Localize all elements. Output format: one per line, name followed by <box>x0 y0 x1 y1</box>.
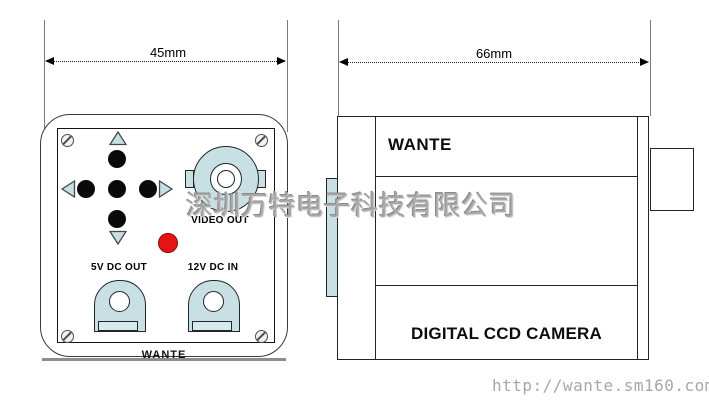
power-led <box>158 233 178 253</box>
dpad-right-icon <box>158 180 173 198</box>
dpad-button-right <box>139 180 157 198</box>
back-view-dimension-arrow-left-icon <box>45 57 54 65</box>
side-brand-label: WANTE <box>388 135 452 154</box>
rear-connector-block <box>650 148 694 211</box>
camera-side-body <box>337 116 649 360</box>
side-view-dimension-label: 66mm <box>475 46 513 61</box>
bnc-pin <box>217 170 235 188</box>
dpad-button-center <box>108 180 126 198</box>
video-out-label: VIDEO OUT <box>191 215 249 226</box>
dpad-button-up <box>108 150 126 168</box>
side-view-extension-line-right <box>650 20 651 116</box>
side-product-label: DIGITAL CCD CAMERA <box>411 324 602 343</box>
dpad-down-icon <box>109 230 127 245</box>
back-view-dimension-line <box>47 61 285 62</box>
back-view-extension-line-right <box>287 20 288 132</box>
dc-out-hole <box>109 291 130 312</box>
back-view-extension-line-left <box>44 20 45 134</box>
back-panel-shadow <box>42 358 286 361</box>
dc-out-slot <box>98 321 138 331</box>
dc-in-label: 12V DC IN <box>187 262 239 273</box>
side-bottom-divider <box>376 285 637 287</box>
footer-url: http://wante.sm160.com <box>492 376 709 395</box>
back-view-dimension-label: 45mm <box>149 45 187 60</box>
side-back-plate-divider <box>637 117 639 359</box>
screw-icon <box>61 134 74 147</box>
side-view-dimension-arrow-left-icon <box>339 58 348 66</box>
back-view-dimension-arrow-right-icon <box>277 57 286 65</box>
side-view-dimension-arrow-right-icon <box>640 58 649 66</box>
dpad-up-icon <box>109 131 127 146</box>
dc-in-hole <box>203 291 224 312</box>
dc-in-slot <box>192 321 232 331</box>
dpad-button-left <box>77 180 95 198</box>
side-front-plate-divider <box>375 117 377 359</box>
dc-out-label: 5V DC OUT <box>90 262 148 273</box>
dpad-left-icon <box>61 180 76 198</box>
side-view-dimension-line <box>341 62 645 63</box>
screw-icon <box>61 330 74 343</box>
screw-icon <box>255 134 268 147</box>
screw-icon <box>255 330 268 343</box>
side-view-extension-line-left <box>338 20 339 116</box>
side-top-divider <box>376 176 637 178</box>
back-panel-brand-label: WANTE <box>141 349 187 361</box>
company-watermark: 深圳万特电子科技有限公司 <box>186 191 516 221</box>
dpad-button-down <box>108 210 126 228</box>
